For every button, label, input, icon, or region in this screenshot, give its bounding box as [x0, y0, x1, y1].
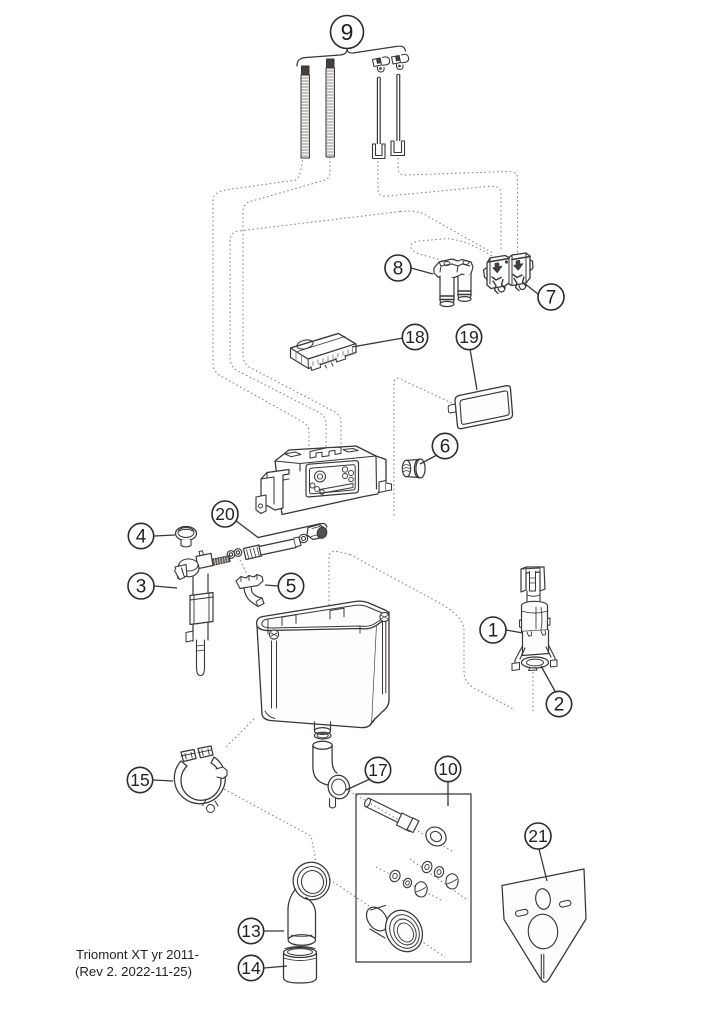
svg-text:13: 13 — [241, 921, 260, 941]
svg-text:14: 14 — [241, 958, 261, 978]
svg-text:5: 5 — [286, 577, 297, 598]
svg-text:Triomont XT yr 2011-: Triomont XT yr 2011- — [76, 947, 199, 962]
svg-text:2: 2 — [554, 695, 565, 716]
svg-text:7: 7 — [546, 288, 557, 309]
svg-text:18: 18 — [405, 327, 424, 347]
svg-text:21: 21 — [528, 826, 547, 846]
svg-text:9: 9 — [341, 19, 354, 45]
svg-text:(Rev 2. 2022-11-25): (Rev 2. 2022-11-25) — [75, 964, 192, 979]
svg-text:6: 6 — [440, 437, 451, 458]
svg-text:4: 4 — [136, 527, 147, 548]
svg-text:19: 19 — [459, 327, 478, 347]
svg-text:15: 15 — [130, 770, 149, 790]
svg-text:3: 3 — [136, 577, 147, 598]
svg-text:8: 8 — [393, 259, 404, 280]
svg-text:20: 20 — [215, 504, 235, 524]
svg-text:10: 10 — [438, 759, 458, 779]
svg-text:1: 1 — [488, 621, 499, 642]
svg-text:17: 17 — [368, 760, 387, 780]
